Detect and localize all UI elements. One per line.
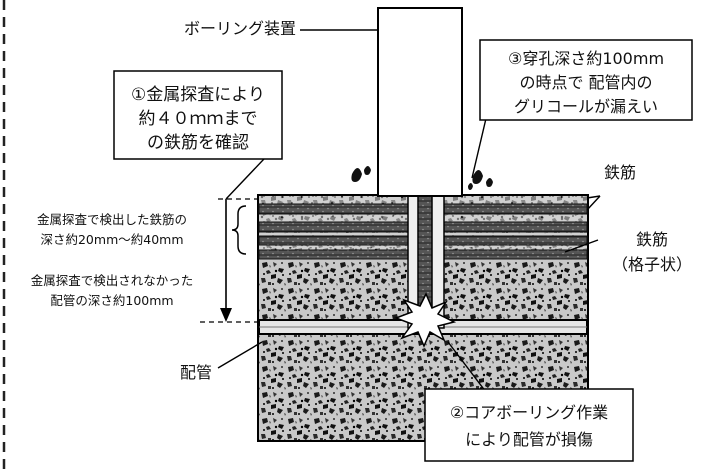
callout-1-box: ①金属探査により 約４０ｍｍまで の鉄筋を確認 [113, 70, 283, 160]
callout-1-line2: 約４０ｍｍまで [139, 109, 258, 129]
callout-2-line1: ②コアボーリング作業 [450, 403, 608, 422]
callout-3-line1: ③穿孔深さ約100mm [508, 49, 664, 68]
coolant-droplet-icon [351, 166, 493, 190]
callout-3-line3: グリコールが漏えい [514, 97, 658, 116]
impact-burst-icon [393, 292, 457, 348]
callout-2-box: ②コアボーリング作業 により配管が損傷 [424, 388, 634, 462]
label-boring-device: ボーリング装置 [184, 19, 296, 38]
callout-1-line3: の鉄筋を確認 [147, 133, 249, 153]
label-depth-pipe-line1: 金属探査で検出されなかった [31, 273, 194, 288]
label-depth-pipe-line2: 配管の深さ約100mm [50, 293, 173, 308]
rebar-depth-brace [231, 205, 247, 255]
label-pipe: 配管 [180, 363, 212, 382]
boring-device [377, 7, 463, 197]
label-rebar-grid-line1: 鉄筋 [636, 230, 668, 249]
callout-3-box: ③穿孔深さ約100mm の時点で 配管内の グリコールが漏えい [479, 39, 693, 121]
label-rebar-grid-line2: （格子状） [612, 255, 692, 274]
label-rebar: 鉄筋 [604, 163, 636, 182]
callout-1-line1: ①金属探査により [131, 85, 265, 105]
depth-arrow [220, 199, 232, 322]
callout-2-line2: により配管が損傷 [465, 430, 593, 449]
callout-3-line2: の時点で 配管内の [519, 73, 652, 92]
label-depth-rebar-line2: 深さ約20mm～約40mm [40, 232, 183, 247]
label-depth-rebar-line1: 金属探査で検出した鉄筋の [37, 212, 187, 227]
